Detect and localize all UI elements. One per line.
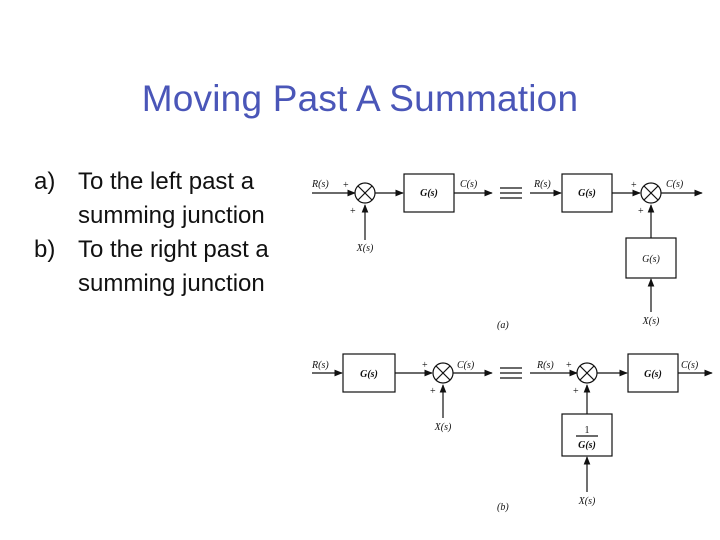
a-right-g-label: G(s) bbox=[578, 188, 596, 199]
a-left-sum-cross-2 bbox=[357, 185, 373, 201]
b-right-x-label: X(s) bbox=[578, 496, 596, 507]
a-right-plus-bottom: + bbox=[638, 206, 644, 217]
a-right-plus-top: + bbox=[631, 180, 637, 191]
a-right-r-label: R(s) bbox=[533, 179, 551, 190]
b-left-plus-bottom: + bbox=[430, 386, 436, 397]
a-right-g-feed-label: G(s) bbox=[642, 254, 660, 265]
b-right-sum-cross-2 bbox=[579, 365, 595, 381]
b-right-inverse-numerator: 1 bbox=[585, 425, 590, 436]
a-left-plus-top: + bbox=[343, 180, 349, 191]
b-left-c-label: C(s) bbox=[457, 360, 475, 371]
a-right-x-label: X(s) bbox=[642, 316, 660, 327]
bullet-list: a) To the left past a summing junction b… bbox=[30, 165, 300, 301]
caption-a: (a) bbox=[497, 320, 509, 331]
a-right-sum-cross-2 bbox=[643, 185, 659, 201]
b-left-g-label: G(s) bbox=[360, 369, 378, 380]
a-left-g-label: G(s) bbox=[420, 188, 438, 199]
b-right-plus-top: + bbox=[566, 360, 572, 371]
b-left-x-label: X(s) bbox=[434, 422, 452, 433]
a-left-plus-bottom: + bbox=[350, 206, 356, 217]
b-left-plus-top: + bbox=[422, 360, 428, 371]
bullet-text-a: To the left past a summing junction bbox=[78, 168, 265, 229]
b-left-sum-cross-2 bbox=[435, 365, 451, 381]
b-left-r-label: R(s) bbox=[311, 360, 329, 371]
b-right-inverse-denominator: G(s) bbox=[578, 440, 596, 451]
bullet-marker-a: a) bbox=[34, 168, 56, 195]
bullet-marker-b: b) bbox=[34, 236, 56, 263]
b-right-c-label: C(s) bbox=[681, 360, 699, 371]
a-left-x-label: X(s) bbox=[356, 243, 374, 254]
caption-b: (b) bbox=[497, 502, 509, 513]
bullet-item-a: a) To the left past a summing junction bbox=[30, 165, 300, 233]
a-left-r-label: R(s) bbox=[311, 179, 329, 190]
b-right-g-label: G(s) bbox=[644, 369, 662, 380]
b-right-r-label: R(s) bbox=[536, 360, 554, 371]
b-right-plus-bottom: + bbox=[573, 386, 579, 397]
slide-title: Moving Past A Summation bbox=[141, 78, 579, 119]
a-right-c-label: C(s) bbox=[666, 179, 684, 190]
a-left-c-label: C(s) bbox=[460, 179, 478, 190]
bullet-text-b: To the right past a summing junction bbox=[78, 236, 269, 297]
bullet-item-b: b) To the right past a summing junction bbox=[30, 233, 300, 301]
